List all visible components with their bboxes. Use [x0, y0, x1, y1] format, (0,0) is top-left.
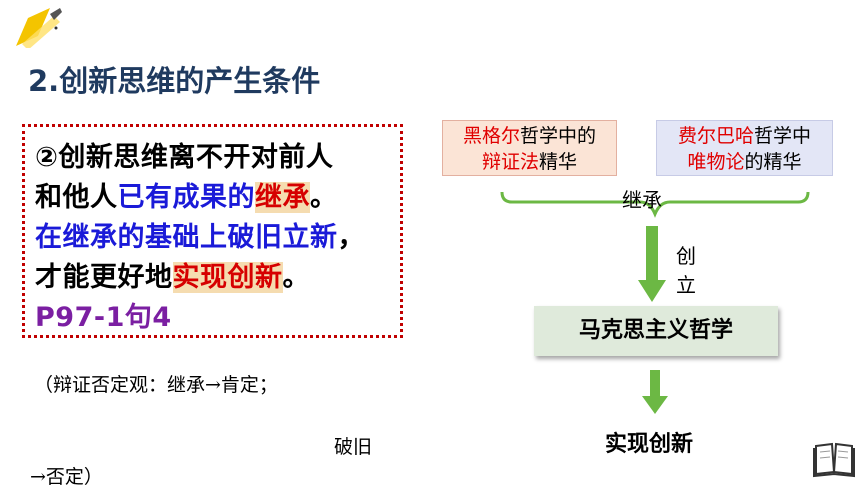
quote-text: 和他人 [35, 182, 118, 213]
feuerbach-materialism: 唯物论 [687, 151, 745, 173]
inherit-brace [500, 191, 810, 218]
quote-punct: ， [337, 222, 365, 253]
quote-punct: 。 [282, 262, 310, 293]
note-line-1: （辩证否定观：继承→肯定； [34, 374, 278, 396]
inherit-label: 继承 [622, 188, 662, 212]
quote-highlight-innovate: 实现创新 [172, 262, 283, 293]
feuerbach-text: 哲学中 [754, 125, 812, 147]
quote-line-3: 在继承的基础上破旧立新， [35, 215, 365, 254]
note-line-2: 破旧 [334, 436, 373, 458]
down-arrow-icon [642, 370, 668, 414]
feuerbach-name: 费尔巴哈 [677, 125, 754, 147]
quote-box: ②创新思维离不开对前人 和他人已有成果的继承。 在继承的基础上破旧立新， 才能更… [22, 124, 403, 338]
quote-line-4: 才能更好地实现创新。 [35, 255, 310, 294]
note-line-3: →否定） [30, 466, 103, 488]
create-label-2: 立 [676, 273, 696, 297]
page-title: 2.创新思维的产生条件 [28, 64, 321, 98]
quote-emphasis-blue: 已有成果的 [117, 182, 255, 213]
pencil-logo-icon [16, 8, 62, 48]
quote-highlight-inherit: 继承 [255, 182, 310, 213]
hegel-essence: 精华 [539, 151, 578, 173]
quote-punct: 。 [310, 182, 338, 213]
open-book-icon[interactable] [812, 438, 856, 478]
result-label: 实现创新 [605, 432, 694, 457]
hegel-name: 黑格尔 [462, 125, 520, 147]
quote-emphasis-blue: 在继承的基础上破旧立新 [35, 222, 338, 253]
hegel-source-box: 黑格尔哲学中的 辩证法精华 [442, 120, 617, 176]
quote-line-2: 和他人已有成果的继承。 [35, 175, 338, 214]
marxist-philosophy-box: 马克思主义哲学 [534, 306, 778, 356]
hegel-text: 哲学中的 [520, 125, 597, 147]
hegel-dialectics: 辩证法 [481, 151, 539, 173]
quote-line-1: ②创新思维离不开对前人 [35, 142, 334, 173]
quote-page-ref: P97-1句4 [35, 302, 172, 333]
create-label-1: 创 [676, 244, 696, 268]
down-arrow-icon [638, 226, 666, 302]
feuerbach-essence: 的精华 [744, 151, 802, 173]
feuerbach-source-box: 费尔巴哈哲学中 唯物论的精华 [656, 120, 833, 176]
quote-text: 才能更好地 [35, 262, 173, 293]
